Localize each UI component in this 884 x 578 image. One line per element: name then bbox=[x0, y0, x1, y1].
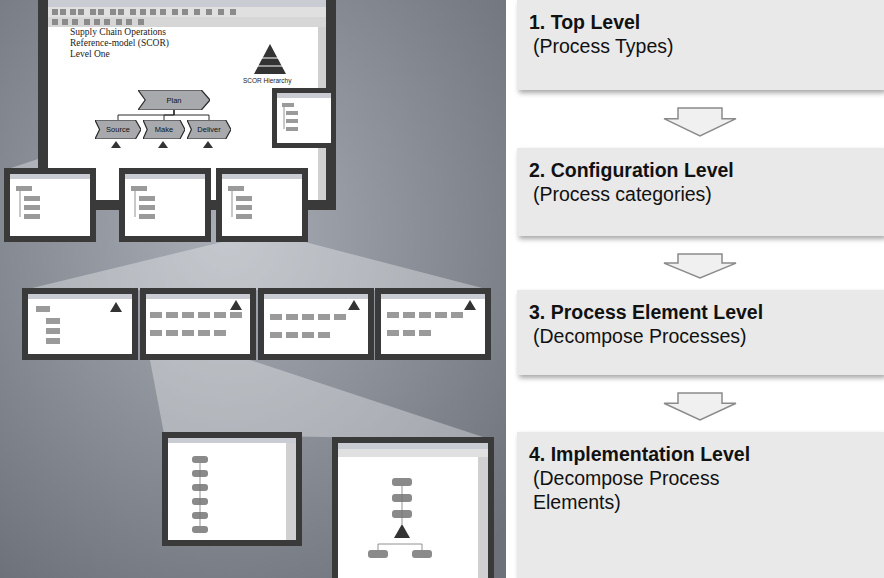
tree-connector bbox=[174, 110, 209, 120]
level-title: 4. Implementation Level bbox=[529, 443, 872, 467]
block-arrow bbox=[664, 254, 736, 278]
backdrop bbox=[0, 0, 506, 578]
process-name: Source bbox=[106, 125, 130, 134]
process-name: Make bbox=[155, 125, 173, 134]
level-subtitle: (Decompose Process Elements) bbox=[529, 467, 748, 515]
tree-connector bbox=[164, 110, 174, 120]
process-name: Plan bbox=[166, 96, 181, 105]
level-box: 2. Configuration Level(Process categorie… bbox=[517, 148, 884, 236]
level-four-windows bbox=[162, 432, 494, 578]
process-chevron: Plan bbox=[138, 90, 210, 110]
level-subtitle: (Decompose Processes) bbox=[529, 325, 872, 349]
block-arrow bbox=[664, 393, 736, 420]
process-chevron: Deliver bbox=[187, 120, 231, 139]
level-two-windows bbox=[4, 168, 308, 242]
inset-window bbox=[272, 88, 336, 148]
hierarchy-caption: SCOR Hierarchy bbox=[243, 77, 303, 84]
chevron-shape bbox=[143, 120, 185, 139]
level-title: 2. Configuration Level bbox=[529, 159, 872, 183]
chevron-shape bbox=[187, 120, 231, 139]
tree-connector bbox=[118, 110, 174, 120]
level-subtitle: (Process categories) bbox=[529, 183, 872, 207]
chevron-shape bbox=[138, 90, 210, 110]
level-subtitle: (Process Types) bbox=[529, 35, 872, 59]
level-title: 1. Top Level bbox=[529, 11, 872, 35]
chevron-shape bbox=[95, 120, 141, 139]
level-box: 1. Top Level(Process Types) bbox=[517, 0, 884, 90]
process-chevron: Source bbox=[95, 120, 141, 139]
level-three-windows bbox=[22, 288, 491, 360]
process-name: Deliver bbox=[197, 125, 220, 134]
block-arrow bbox=[664, 108, 736, 136]
level-title: 3. Process Element Level bbox=[529, 301, 872, 325]
level-box: 4. Implementation Level(Decompose Proces… bbox=[517, 432, 884, 578]
model-title: Supply Chain Operations Reference-model … bbox=[70, 27, 188, 60]
level-box: 3. Process Element Level(Decompose Proce… bbox=[517, 290, 884, 375]
process-chevron: Make bbox=[143, 120, 185, 139]
